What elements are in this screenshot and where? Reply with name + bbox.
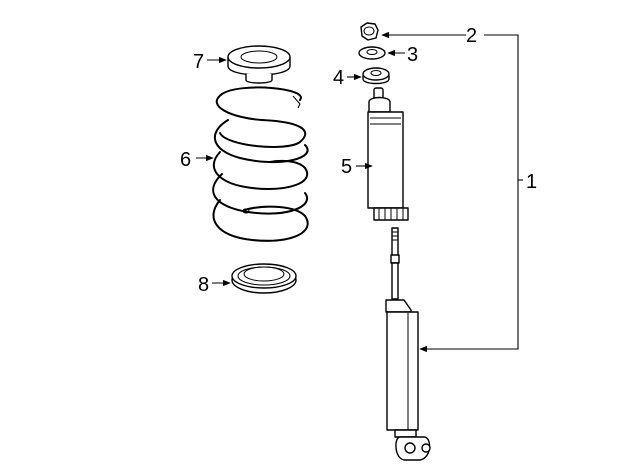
- coil-spring[interactable]: [212, 86, 309, 242]
- callout-4: 4: [333, 67, 344, 89]
- mount-bushing[interactable]: [362, 67, 390, 85]
- callout-labels: 1 2 3 4 5 6 7 8: [180, 25, 537, 296]
- dust-boot[interactable]: [367, 87, 409, 221]
- callout-6: 6: [180, 149, 191, 171]
- upper-spring-seat[interactable]: [227, 45, 291, 84]
- shock-absorber[interactable]: [385, 227, 431, 461]
- callout-7: 7: [193, 51, 204, 73]
- callout-5: 5: [341, 156, 352, 178]
- callout-8: 8: [198, 274, 209, 296]
- lower-spring-seat[interactable]: [231, 263, 297, 294]
- callout-1: 1: [526, 171, 537, 193]
- nut[interactable]: [360, 22, 379, 41]
- callout-2: 2: [466, 25, 477, 47]
- washer[interactable]: [358, 46, 386, 60]
- leader-lines: [196, 31, 523, 353]
- callout-3: 3: [407, 44, 418, 66]
